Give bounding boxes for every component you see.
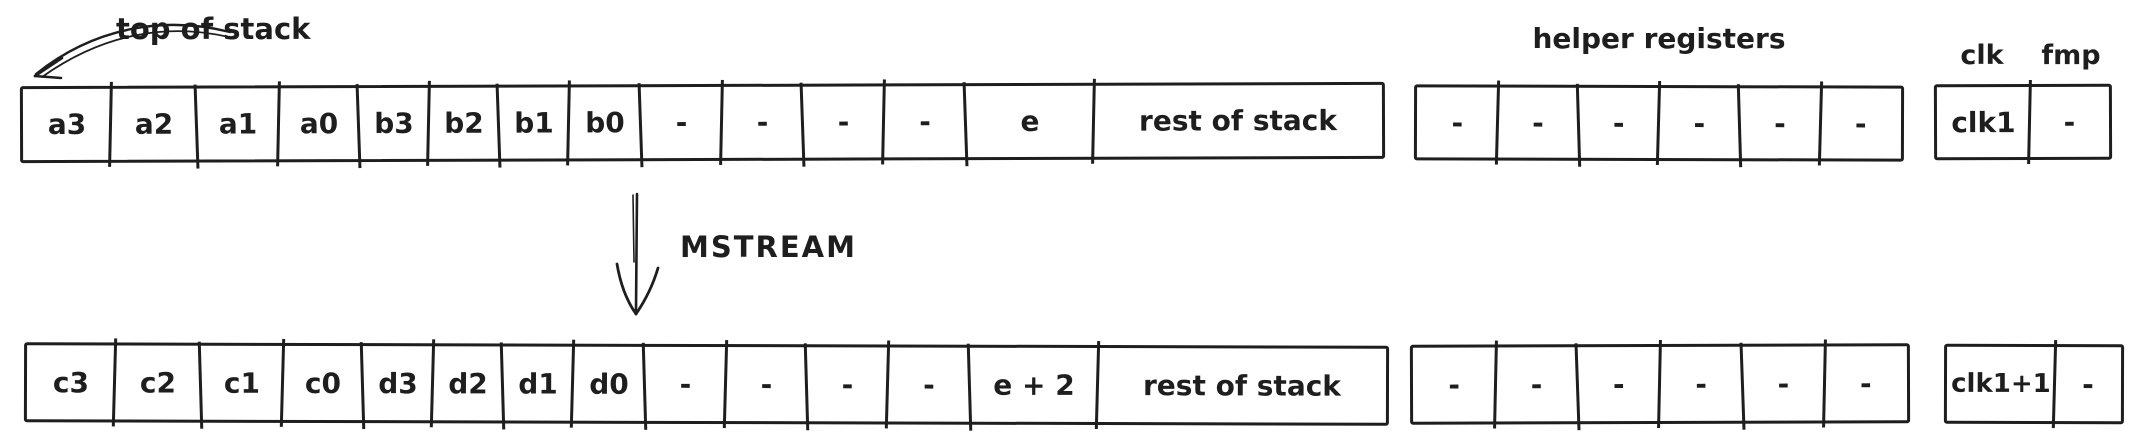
stack-cell: c3	[27, 345, 115, 419]
helper-cell: -	[1854, 107, 1867, 141]
helper-registers-label: helper registers	[1532, 22, 1786, 55]
stack-cell: e	[966, 86, 1094, 157]
fmp-cell: -	[2063, 105, 2076, 139]
helper-cell: -	[1578, 88, 1659, 158]
stack-cell: c2	[115, 345, 201, 419]
stack-cell: e + 2	[970, 348, 1098, 422]
clk-cell: clk1	[1937, 87, 2030, 157]
helper-cell: -	[1659, 88, 1740, 158]
stack-cell: a1	[197, 88, 279, 159]
clk-fmp-before: clk1 -	[1933, 83, 2113, 161]
stack-cell: -	[641, 87, 722, 158]
stack-cell: c1	[201, 346, 283, 420]
helper-cell: -	[1413, 348, 1496, 422]
stack-cell: a0	[279, 88, 359, 159]
helper-registers-after: - - - - - -	[1409, 343, 1911, 425]
stack-cell: -	[803, 86, 884, 157]
fmp-cell: -	[2082, 367, 2094, 401]
stack-cell: b0	[569, 87, 641, 158]
stack-cell: -	[884, 86, 966, 157]
helper-cell: -	[1578, 347, 1661, 421]
stack-cell: -	[888, 347, 970, 421]
stack-before: a3 a2 a1 a0 b3 b2 b1 b0 - - - - e rest o…	[19, 81, 1386, 164]
clk-fmp-after: clk1+1 -	[1943, 343, 2125, 425]
helper-cell: -	[1495, 347, 1578, 421]
top-of-stack-arrow-icon	[33, 23, 232, 80]
stack-cell: -	[726, 347, 807, 421]
stack-cell: rest of stack	[1142, 368, 1342, 403]
top-of-stack-label: top of stack	[116, 12, 311, 46]
helper-cell: -	[1742, 346, 1825, 420]
stack-cell: -	[645, 347, 726, 421]
stack-cell: d2	[433, 346, 503, 420]
helper-cell: -	[1498, 88, 1579, 158]
mstream-arrow-icon	[615, 192, 660, 316]
fmp-label: fmp	[2041, 40, 2101, 71]
stack-cell: a3	[23, 89, 111, 160]
helper-registers-before: - - - - - -	[1413, 84, 1905, 162]
stack-cell: c0	[283, 346, 363, 420]
operation-label: MSTREAM	[680, 230, 857, 264]
stack-cell: -	[807, 347, 888, 421]
stack-cell: a2	[111, 89, 197, 160]
stack-after: c3 c2 c1 c0 d3 d2 d1 d0 - - - - e + 2 re…	[23, 342, 1390, 426]
stack-cell: b3	[359, 88, 429, 159]
helper-cell: -	[1740, 88, 1821, 158]
helper-cell: -	[1417, 87, 1498, 157]
stack-cell: d0	[573, 347, 645, 421]
helper-cell: -	[1660, 347, 1743, 421]
stack-cell: d3	[363, 346, 433, 420]
stack-cell: -	[722, 87, 803, 158]
helper-cell: -	[1859, 366, 1872, 400]
stack-cell: rest of stack	[1138, 104, 1338, 138]
clk-cell: clk1+1	[1947, 347, 2055, 421]
stack-cell: b2	[429, 88, 499, 159]
stack-cell: b1	[499, 87, 569, 158]
clk-label: clk	[1960, 40, 2004, 71]
stack-cell: d1	[503, 346, 573, 420]
